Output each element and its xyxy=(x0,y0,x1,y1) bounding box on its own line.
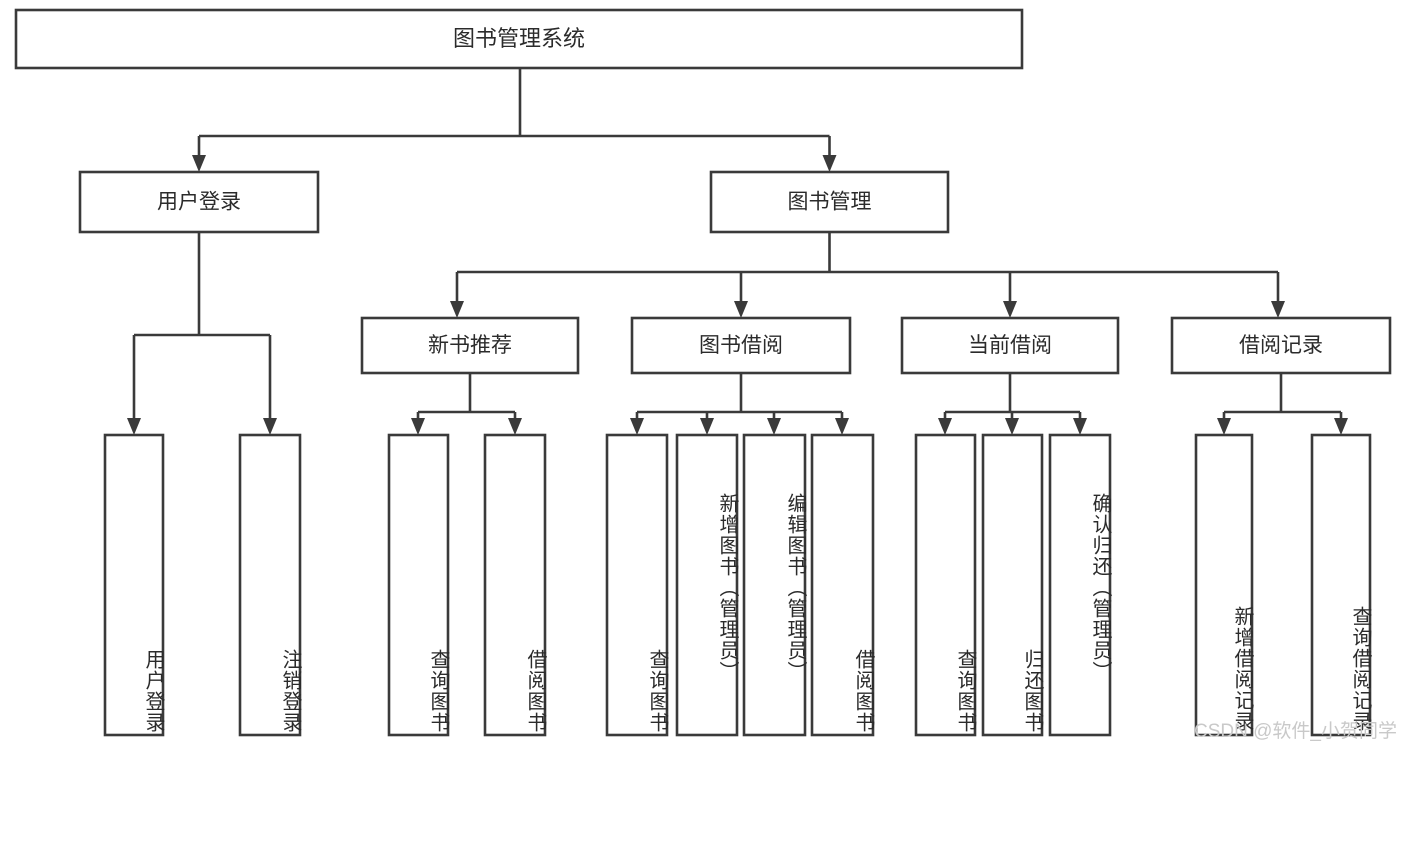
level3-node-box[interactable] xyxy=(1170,316,1392,375)
leaf-node-3[interactable] xyxy=(387,433,450,737)
leaf-node-1[interactable] xyxy=(103,433,165,737)
leaf-node-box[interactable] xyxy=(103,433,165,737)
arrow-down-icon xyxy=(127,418,141,435)
arrow-down-icon xyxy=(450,301,464,318)
arrow-down-icon xyxy=(835,418,849,435)
leaf-node-box[interactable] xyxy=(742,433,807,737)
level3-node-label: 图书借阅 xyxy=(699,334,783,357)
arrow-down-icon xyxy=(1005,418,1019,435)
leaf-node-5[interactable] xyxy=(605,433,669,737)
arrow-down-icon xyxy=(1003,301,1017,318)
arrow-down-icon xyxy=(767,418,781,435)
level3-node-2[interactable] xyxy=(630,316,852,375)
level2-node-1[interactable] xyxy=(78,170,320,234)
leaf-node-7[interactable] xyxy=(742,433,807,737)
arrow-down-icon xyxy=(1217,418,1231,435)
arrow-down-icon xyxy=(822,155,837,172)
level2-node-box[interactable] xyxy=(78,170,320,234)
level3-node-label: 借阅记录 xyxy=(1239,334,1323,357)
arrow-down-icon xyxy=(411,418,425,435)
level3-node-box[interactable] xyxy=(360,316,580,375)
level3-node-box[interactable] xyxy=(630,316,852,375)
leaf-node-box[interactable] xyxy=(1194,433,1254,737)
arrow-down-icon xyxy=(630,418,644,435)
leaf-node-box[interactable] xyxy=(483,433,547,737)
arrow-down-icon xyxy=(700,418,714,435)
leaf-node-box[interactable] xyxy=(675,433,739,737)
arrow-down-icon xyxy=(263,418,277,435)
leaf-node-11[interactable] xyxy=(1048,433,1112,737)
arrow-down-icon xyxy=(192,155,206,172)
level3-node-label: 当前借阅 xyxy=(968,334,1052,357)
leaf-node-12[interactable] xyxy=(1194,433,1254,737)
leaf-node-9[interactable] xyxy=(914,433,977,737)
arrow-down-icon xyxy=(938,418,952,435)
arrow-down-icon xyxy=(508,418,522,435)
leaf-node-8[interactable] xyxy=(810,433,875,737)
box-layer xyxy=(14,8,1392,737)
leaf-node-box[interactable] xyxy=(238,433,302,737)
root-node-1[interactable] xyxy=(14,8,1024,70)
leaf-node-box[interactable] xyxy=(1310,433,1372,737)
leaf-node-10[interactable] xyxy=(981,433,1044,737)
leaf-node-13[interactable] xyxy=(1310,433,1372,737)
leaf-node-box[interactable] xyxy=(810,433,875,737)
root-node-label: 图书管理系统 xyxy=(453,26,585,51)
leaf-node-box[interactable] xyxy=(387,433,450,737)
connector-layer xyxy=(127,68,1348,435)
arrow-down-icon xyxy=(1271,301,1285,318)
leaf-node-box[interactable] xyxy=(605,433,669,737)
arrow-down-icon xyxy=(1334,418,1348,435)
level3-node-4[interactable] xyxy=(1170,316,1392,375)
leaf-node-box[interactable] xyxy=(1048,433,1112,737)
level2-node-box[interactable] xyxy=(709,170,950,234)
leaf-node-6[interactable] xyxy=(675,433,739,737)
level3-node-3[interactable] xyxy=(900,316,1120,375)
leaf-node-box[interactable] xyxy=(981,433,1044,737)
level2-node-2[interactable] xyxy=(709,170,950,234)
root-node-box[interactable] xyxy=(14,8,1024,70)
level3-node-box[interactable] xyxy=(900,316,1120,375)
leaf-node-box[interactable] xyxy=(914,433,977,737)
level2-node-label: 图书管理 xyxy=(788,191,872,214)
arrow-down-icon xyxy=(734,301,748,318)
arrow-down-icon xyxy=(1073,418,1087,435)
diagram-root: 图书管理系统用户登录图书管理新书推荐图书借阅当前借阅借阅记录 用户登录注销登录查… xyxy=(14,8,1397,742)
level3-node-label: 新书推荐 xyxy=(428,334,512,357)
level3-node-1[interactable] xyxy=(360,316,580,375)
leaf-node-2[interactable] xyxy=(238,433,302,737)
level2-node-label: 用户登录 xyxy=(157,191,241,214)
leaf-node-4[interactable] xyxy=(483,433,547,737)
